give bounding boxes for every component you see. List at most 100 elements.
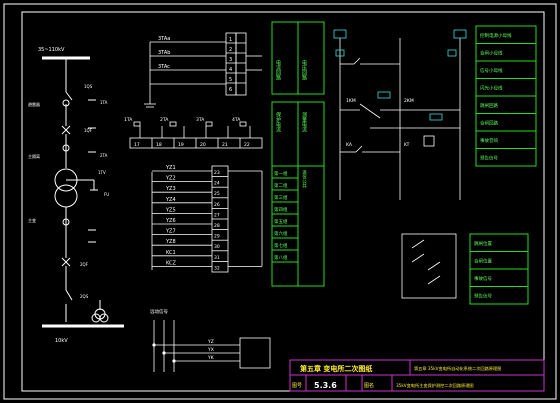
signal-rows: [151, 165, 263, 273]
svg-text:合闸小母线: 合闸小母线: [480, 50, 503, 57]
svg-text:YZ7: YZ7: [165, 229, 176, 235]
transformer-lower-winding: [54, 184, 78, 208]
svg-text:2TA: 2TA: [160, 117, 169, 123]
svg-text:YZ5: YZ5: [165, 207, 176, 213]
svg-text:第六组: 第六组: [274, 230, 288, 237]
svg-text:信号小母线: 信号小母线: [480, 67, 503, 74]
svg-text:31: 31: [214, 255, 220, 261]
svg-text:KT: KT: [404, 142, 410, 148]
svg-text:1: 1: [229, 37, 232, 43]
svg-text:21: 21: [222, 142, 228, 148]
svg-text:第七组: 第七组: [274, 242, 288, 249]
svg-text:遥信公共: 遥信公共: [302, 169, 307, 190]
svg-text:事故音响: 事故音响: [480, 137, 498, 144]
sheet-label: 图名: [364, 382, 374, 389]
svg-text:1QF: 1QF: [84, 128, 93, 133]
svg-text:1QS: 1QS: [84, 84, 93, 89]
svg-text:跳闸回路: 跳闸回路: [480, 102, 498, 109]
svg-text:3TAa: 3TAa: [158, 36, 170, 42]
svg-text:1TV: 1TV: [98, 170, 106, 175]
subtitle-text: 第五章 35kV变电所自动化系统二次回路原理图: [414, 365, 501, 372]
svg-text:22: 22: [244, 142, 250, 148]
svg-text:电流回路: 电流回路: [275, 59, 281, 81]
position-signal-block: 跳闸位置 合闸位置 事故信号 预告信号: [401, 233, 529, 305]
svg-text:2QS: 2QS: [80, 294, 89, 299]
svg-text:第八组: 第八组: [274, 254, 288, 261]
svg-text:24: 24: [214, 181, 220, 187]
svg-text:KCZ: KCZ: [166, 260, 176, 266]
relay-top-labels: 3TAa 3TAb 3TAc 1 2 3 4 5 6: [158, 36, 232, 93]
svg-text:预告信号: 预告信号: [474, 293, 492, 300]
svg-text:3TAc: 3TAc: [158, 64, 170, 70]
svg-text:2: 2: [229, 47, 232, 53]
inner-frame: [21, 11, 545, 392]
svg-text:避雷器: 避雷器: [28, 101, 40, 107]
single-line-diagram: 35~110kV: [38, 47, 124, 328]
single-line-labels: 1QS 1QF 1TA 主隔离 2TA 2QF 2QS 1TV FU 避雷器 主…: [28, 84, 109, 344]
title-block: 第五章 变电所二次图纸 第五章 35kV变电所自动化系统二次回路原理图 图号 5…: [289, 359, 545, 392]
svg-text:第三组: 第三组: [274, 194, 288, 201]
svg-text:2QF: 2QF: [80, 262, 89, 267]
svg-text:YZ4: YZ4: [165, 197, 176, 203]
svg-text:4: 4: [229, 67, 232, 73]
svg-text:30: 30: [214, 244, 220, 250]
svg-text:YZ2: YZ2: [165, 176, 176, 182]
svg-text:6: 6: [229, 87, 232, 93]
svg-text:1KM: 1KM: [346, 98, 356, 104]
svg-text:合闸位置: 合闸位置: [474, 258, 492, 265]
control-circuit-labels: 1KM 2KM KA KT: [346, 98, 414, 148]
signal-row-labels: YZ1 YZ2 YZ3 YZ4 YZ5 YZ6 YZ7 YZ8 KC1 KCZ …: [165, 165, 220, 271]
svg-text:电压回路: 电压回路: [301, 59, 307, 81]
svg-text:3: 3: [229, 57, 232, 63]
svg-text:2KM: 2KM: [404, 98, 414, 104]
title-text: 第五章 变电所二次图纸: [300, 364, 372, 373]
remote-signal-block: [152, 320, 271, 372]
svg-text:事故信号: 事故信号: [474, 275, 492, 282]
svg-text:跳闸位置: 跳闸位置: [474, 240, 492, 247]
outer-frame: [3, 3, 557, 400]
svg-text:18: 18: [156, 142, 162, 148]
svg-text:KC1: KC1: [166, 250, 176, 256]
svg-text:3TA: 3TA: [196, 117, 205, 123]
drawing-name: 35kV变电所主变保护测控二次回路原理图: [396, 382, 474, 389]
svg-text:主隔离: 主隔离: [28, 153, 40, 159]
svg-text:闪光小母线: 闪光小母线: [480, 85, 503, 92]
svg-text:1TA: 1TA: [100, 100, 108, 105]
svg-text:YZ8: YZ8: [165, 239, 176, 245]
page-number: 5.3.6: [314, 381, 337, 390]
function-box-top: 电流回路 电压回路: [271, 21, 325, 95]
svg-text:23: 23: [214, 170, 220, 176]
svg-text:YZ1: YZ1: [165, 165, 176, 171]
svg-text:10kV: 10kV: [55, 338, 68, 344]
function-list-box: 第一组 第二组 第三组 第四组 第五组 第六组 第七组 第八组 遥信公共: [271, 165, 325, 287]
svg-text:20: 20: [200, 142, 206, 148]
relay-mid-labels: 1TA 2TA 3TA 4TA 17 18 19 20 21 22: [124, 117, 250, 148]
right-legend: 控制电源小母线 合闸小母线 信号小母线 闪光小母线 跳闸回路 合闸回路 事故音响…: [475, 25, 537, 167]
svg-text:3TAb: 3TAb: [158, 50, 170, 56]
svg-text:远动信号: 远动信号: [150, 308, 168, 315]
relay-top-block: [144, 32, 262, 108]
svg-text:YZ: YZ: [207, 339, 214, 345]
svg-text:32: 32: [214, 265, 220, 271]
svg-text:FU: FU: [104, 192, 109, 197]
relay-mid-block: [129, 121, 263, 149]
svg-text:YZ3: YZ3: [165, 186, 176, 192]
svg-text:主变: 主变: [28, 217, 36, 223]
svg-text:第四组: 第四组: [274, 206, 288, 213]
svg-text:28: 28: [214, 223, 220, 229]
svg-text:第五组: 第五组: [274, 218, 288, 225]
svg-text:预告信号: 预告信号: [480, 155, 498, 162]
svg-text:29: 29: [214, 234, 220, 240]
svg-text:KA: KA: [346, 142, 353, 148]
svg-text:27: 27: [214, 212, 220, 218]
remote-signal-labels: 远动信号 YZ YX YK: [150, 308, 215, 361]
svg-text:第一组: 第一组: [274, 170, 288, 177]
svg-text:4TA: 4TA: [232, 117, 241, 123]
page-label: 图号: [292, 383, 302, 389]
svg-text:25: 25: [214, 191, 220, 197]
svg-text:1TA: 1TA: [124, 117, 133, 123]
control-circuit: [333, 29, 467, 200]
svg-text:合闸回路: 合闸回路: [480, 120, 498, 127]
svg-text:YZ6: YZ6: [165, 218, 176, 224]
